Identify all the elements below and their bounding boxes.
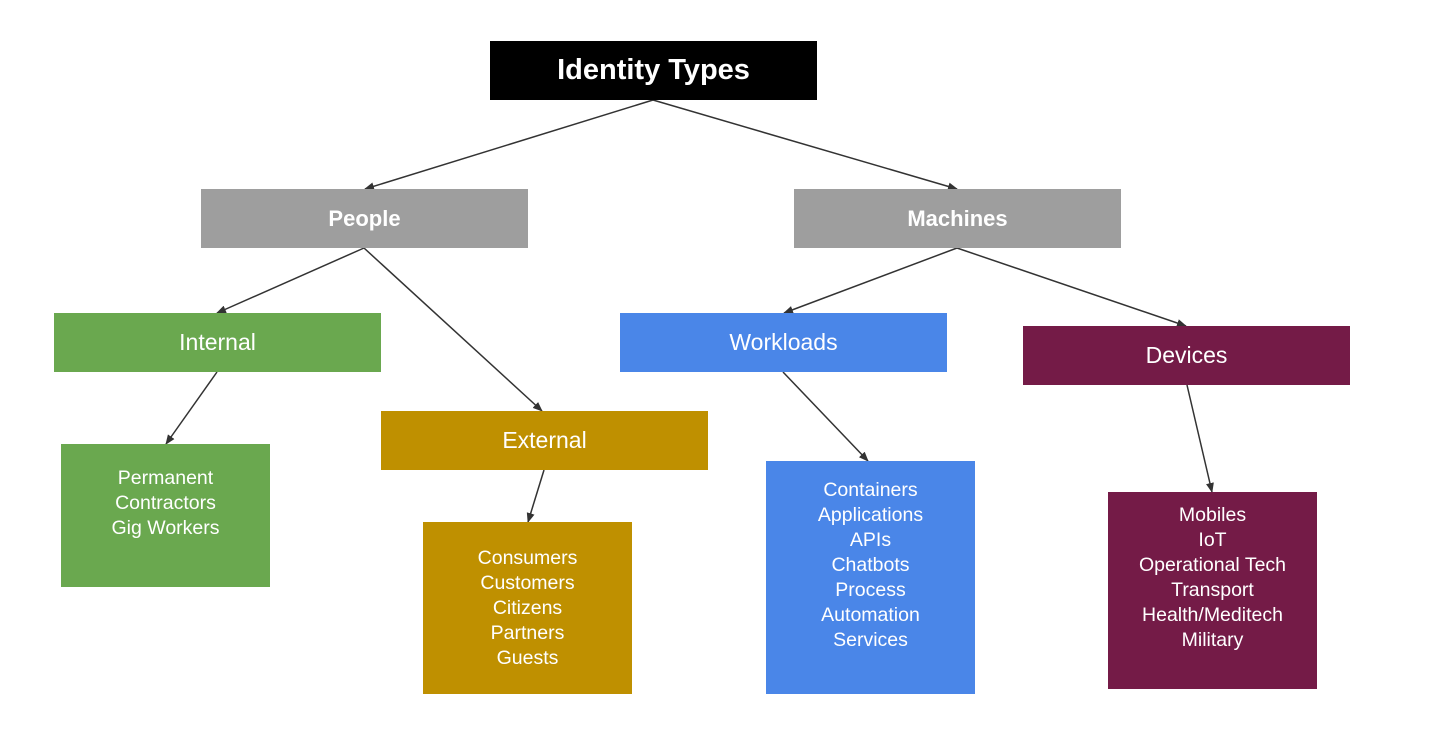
workloads-item: Chatbots [831, 554, 910, 576]
devices-item: Transport [1171, 579, 1254, 601]
devices-node: Devices [1023, 326, 1350, 385]
workloads-item: APIs [849, 529, 892, 551]
internal-list-box: Permanent Contractors Gig Workers [61, 444, 270, 587]
external-label: External [502, 427, 587, 453]
devices-item: Mobiles [1178, 504, 1247, 526]
devices-item: IoT [1198, 529, 1227, 551]
external-item: Customers [480, 571, 575, 594]
external-item: Citizens [492, 596, 563, 619]
workloads-item: Process [835, 579, 906, 601]
internal-label: Internal [179, 329, 256, 355]
arrow-people-to-internal [216, 247, 365, 314]
root-label: Identity Types [557, 54, 750, 86]
people-label: People [328, 205, 401, 231]
workloads-list-box: Containers Applications APIs Chatbots Pr… [766, 461, 975, 694]
external-item: Guests [496, 646, 559, 669]
devices-list-box: Mobiles IoT Operational Tech Transport H… [1108, 492, 1317, 689]
internal-item: Contractors [115, 492, 216, 514]
machines-label: Machines [907, 205, 1008, 231]
arrow-workloads-to-list [782, 371, 869, 462]
arrow-machines-to-devices [956, 247, 1187, 327]
machines-node: Machines [794, 189, 1121, 248]
external-item: Consumers [477, 546, 578, 569]
identity-types-root-node: Identity Types [490, 41, 817, 100]
arrow-people-to-external [363, 247, 543, 412]
arrow-machines-to-workloads [783, 247, 958, 314]
arrow-external-to-list [526, 469, 545, 523]
arrow-root-to-machines [652, 99, 958, 191]
external-node: External [381, 411, 708, 470]
workloads-item: Services [833, 629, 908, 651]
workloads-item: Applications [817, 504, 924, 526]
external-item: Partners [490, 621, 565, 644]
internal-item: Permanent [117, 467, 214, 489]
internal-item: Gig Workers [111, 517, 220, 539]
workloads-node: Workloads [620, 313, 947, 372]
devices-label: Devices [1145, 342, 1228, 368]
devices-item: Operational Tech [1138, 554, 1287, 576]
devices-item: Health/Meditech [1142, 604, 1283, 626]
workloads-label: Workloads [729, 329, 838, 355]
internal-node: Internal [54, 313, 381, 372]
arrow-devices-to-list [1186, 384, 1214, 493]
workloads-item: Automation [821, 604, 920, 626]
workloads-item: Containers [823, 479, 918, 501]
devices-item: Military [1181, 629, 1244, 651]
arrow-root-to-people [364, 99, 654, 191]
people-node: People [201, 189, 528, 248]
arrow-internal-to-list [165, 371, 218, 445]
external-list-box: Consumers Customers Citizens Partners Gu… [423, 522, 632, 694]
